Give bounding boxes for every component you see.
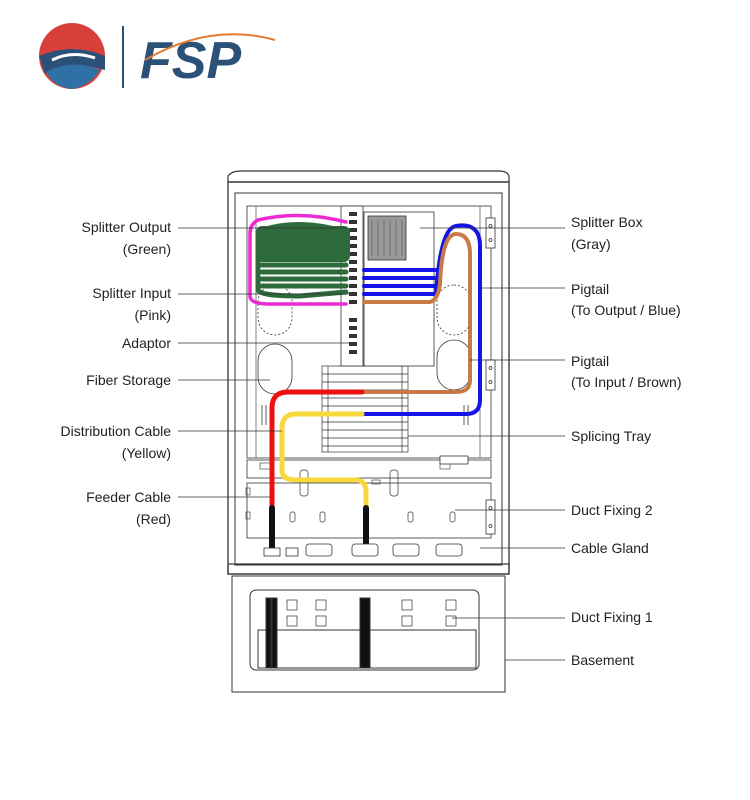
label-feeder-cable-color: (Red) <box>136 511 171 527</box>
label-pigtail-output-detail: (To Output / Blue) <box>571 302 681 318</box>
label-splicing-tray: Splicing Tray <box>571 428 651 444</box>
label-adaptor: Adaptor <box>122 335 171 351</box>
mounting-plate <box>246 205 492 459</box>
pink-cables <box>248 213 348 306</box>
label-pigtail-input-detail: (To Input / Brown) <box>571 374 682 390</box>
pigtail-input-cable <box>360 231 472 394</box>
brown-cables <box>360 231 472 394</box>
label-fiber-storage: Fiber Storage <box>86 372 171 388</box>
label-duct-fixing-2: Duct Fixing 2 <box>571 502 653 518</box>
labels-right: Splitter Box (Gray) Pigtail (To Output /… <box>571 214 682 668</box>
label-distribution-cable-color: (Yellow) <box>122 445 171 461</box>
label-splitter-input: Splitter Input <box>92 285 171 301</box>
company-logo: FSP <box>39 23 276 90</box>
leader-lines <box>178 227 565 661</box>
label-cable-gland: Cable Gland <box>571 540 649 556</box>
cabinet-base-band <box>227 563 510 575</box>
label-feeder-cable: Feeder Cable <box>86 489 171 505</box>
basement <box>231 575 506 693</box>
door-hinges <box>485 217 496 535</box>
red-cable <box>269 389 365 551</box>
cabinet-roof <box>227 170 510 182</box>
logo-emblem-swoosh <box>46 64 100 89</box>
blue-cables <box>362 223 482 416</box>
label-splitter-input-color: (Pink) <box>134 307 171 323</box>
feeder-cable <box>269 389 365 511</box>
label-duct-fixing-1: Duct Fixing 1 <box>571 609 653 625</box>
label-splitter-output: Splitter Output <box>82 219 172 235</box>
cable-glands <box>263 543 463 557</box>
label-distribution-cable: Distribution Cable <box>61 423 172 439</box>
adaptor-ports <box>349 212 357 354</box>
label-splitter-box-color: (Gray) <box>571 236 611 252</box>
distribution-cable <box>279 411 369 511</box>
label-pigtail-input: Pigtail <box>571 353 609 369</box>
pigtail-output-cable <box>362 223 482 416</box>
label-splitter-box: Splitter Box <box>571 214 643 230</box>
green-cables <box>255 222 350 299</box>
duct-fixing-1 <box>286 599 457 627</box>
lower-bar <box>246 459 492 479</box>
yellow-cable <box>279 411 369 551</box>
labels-left: Splitter Output (Green) Splitter Input (… <box>61 219 172 527</box>
fiber-storage <box>257 284 472 465</box>
splitter-input-cable <box>248 213 348 306</box>
splicing-tray <box>321 365 409 453</box>
logo-text: FSP <box>140 32 241 90</box>
label-basement: Basement <box>571 652 634 668</box>
cabinet-inner <box>234 192 503 566</box>
label-pigtail-output: Pigtail <box>571 281 609 297</box>
splitter-box-gray <box>367 215 407 261</box>
label-splitter-output-color: (Green) <box>123 241 171 257</box>
logo-orbit <box>144 33 276 61</box>
